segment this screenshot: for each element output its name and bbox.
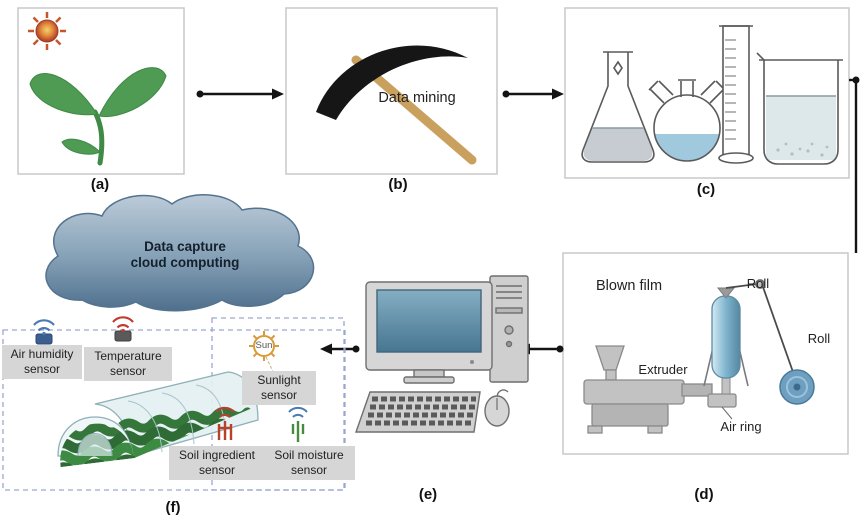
keyboard-icon: [355, 391, 481, 433]
temperature-sensor-icon: [112, 316, 134, 342]
flow-arrows: [196, 76, 860, 355]
erlenmeyer-flask-icon: [581, 51, 655, 163]
arrow-a-to-b: [196, 88, 284, 100]
extruder-label: Extruder: [638, 362, 688, 377]
data-mining-caption: Data mining: [378, 90, 456, 106]
connector-c-to-d: [849, 76, 860, 253]
sun-badge-icon: [249, 331, 279, 383]
panel-label-b: (b): [388, 176, 408, 193]
blown-film-machine: [583, 279, 815, 434]
roll-icon: [779, 369, 815, 405]
mouse-icon: [484, 389, 510, 427]
cloud-computing-label: Data capture cloud computing: [130, 239, 240, 271]
film-path: [725, 279, 794, 373]
soil-moisture-sensor-label: Soil moisture sensor: [263, 446, 355, 480]
cloud-icon: [45, 194, 315, 312]
soil-moisture-sensor-icon: [288, 406, 308, 442]
sun-icon: [28, 12, 66, 50]
pickaxe-icon: [316, 45, 477, 165]
soil-ingredient-sensor-label: Soil ingredient sensor: [169, 446, 265, 480]
glassware-icons: [581, 25, 843, 165]
monitor-icon: [365, 281, 493, 384]
plant-icon: [29, 67, 167, 166]
temperature-sensor-label: Temperature sensor: [84, 347, 172, 381]
air-humidity-sensor-label: Air humidity sensor: [2, 345, 82, 379]
arrow-b-to-c: [502, 88, 564, 100]
panel-label-f: (f): [165, 499, 181, 516]
panel-label-e: (e): [418, 486, 438, 503]
soil-ingredient-sensor-icon: [215, 406, 235, 440]
roll-side-label: Roll: [807, 331, 831, 346]
extruder-icon: [583, 345, 737, 434]
panel-label-a: (a): [90, 176, 110, 193]
panel-label-d: (d): [694, 486, 714, 503]
blown-film-caption: Blown film: [595, 278, 663, 294]
panel-label-c: (c): [696, 181, 716, 198]
tower-icon: [489, 275, 529, 383]
beaker-icon: [756, 52, 843, 165]
sun-label: Sun: [255, 340, 273, 351]
computer-icon: [355, 275, 529, 433]
air-humidity-sensor-icon: [33, 319, 55, 345]
sunlight-sensor-label: Sunlight sensor: [242, 371, 316, 405]
air-ring-pointer: [721, 406, 733, 420]
arrow-e-to-f: [320, 343, 360, 355]
roll-top-label: Roll: [746, 276, 770, 291]
air-ring-label: Air ring: [720, 419, 762, 434]
graduated-cylinder-icon: [718, 25, 754, 164]
